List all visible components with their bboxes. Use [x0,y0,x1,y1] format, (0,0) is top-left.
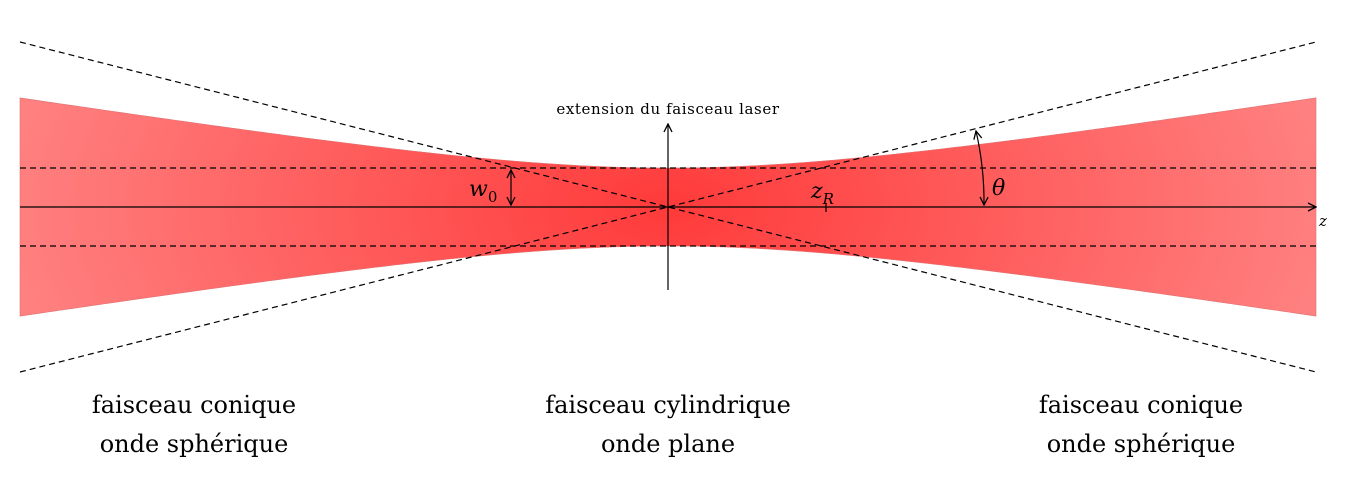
caption-left-line1: faisceau conique [92,391,296,419]
asymptote-up [19,41,1317,373]
caption-center-line2: onde plane [601,430,735,458]
caption-right-line2: onde sphérique [1047,430,1236,458]
z-axis-label: z [1318,212,1327,230]
rayleigh-symbol: zR [810,179,834,208]
vertical-axis-label: extension du faisceau laser [556,100,779,118]
waist-symbol: w0 [469,177,497,206]
caption-left-line2: onde sphérique [100,430,289,458]
caption-center-line1: faisceau cylindrique [545,391,791,419]
theta-arc [976,131,984,205]
caption-right-line1: faisceau conique [1039,391,1243,419]
asymptote-down [19,41,1317,373]
theta-symbol: θ [992,176,1005,201]
